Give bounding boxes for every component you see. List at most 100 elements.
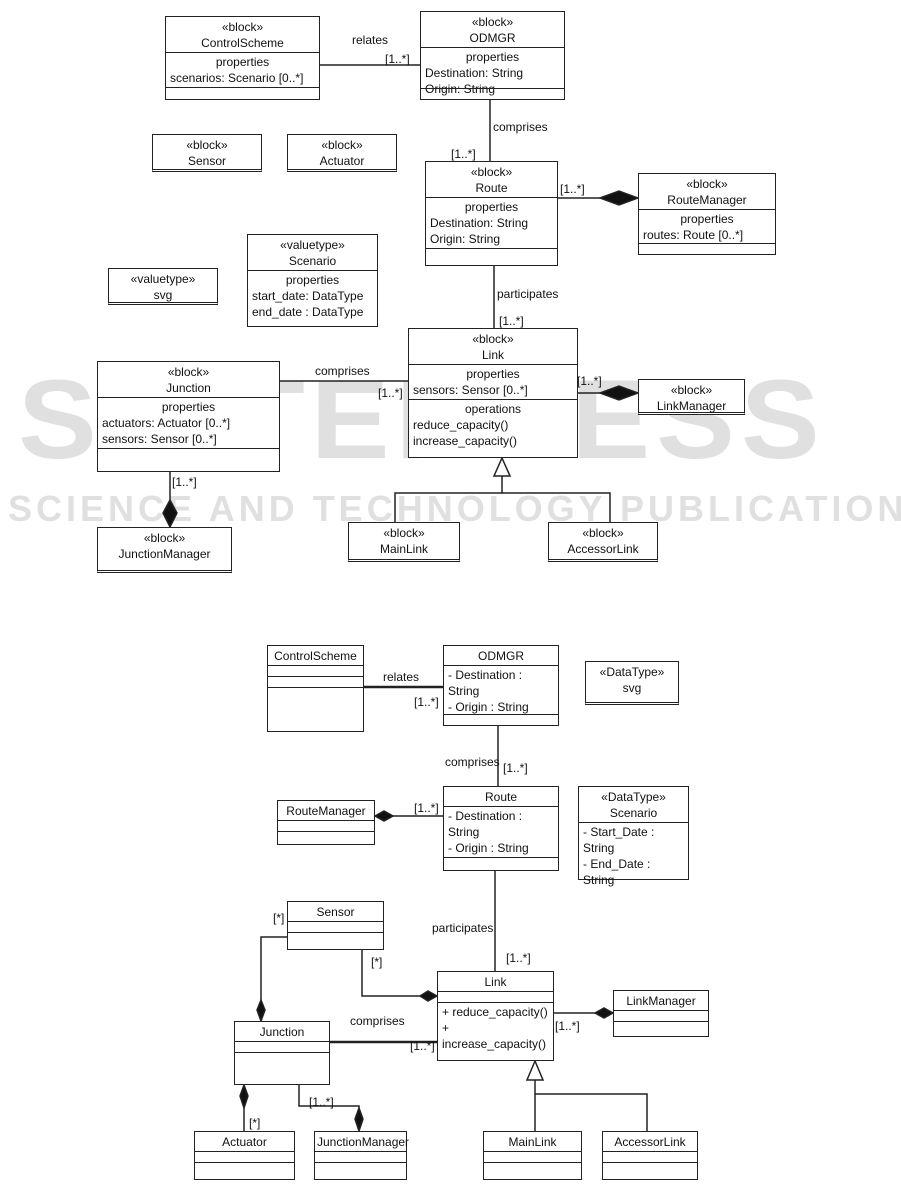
block-name: ODMGR bbox=[469, 31, 516, 45]
stereotype-label: «block» bbox=[686, 177, 728, 191]
stereotype-label: «block» bbox=[143, 531, 186, 545]
block-link[interactable]: Link+ reduce_capacity()+ increase_capaci… bbox=[437, 971, 554, 1061]
compartment-item: scenarios: Scenario [0..*] bbox=[170, 71, 304, 85]
connector-label: [1..*] bbox=[451, 147, 476, 161]
compartment-title: properties bbox=[285, 273, 340, 287]
block-odmgr[interactable]: ODMGR- Destination : String- Origin : St… bbox=[443, 645, 559, 726]
generalization-triangle-icon bbox=[492, 456, 512, 477]
block-name: Actuator bbox=[319, 154, 365, 168]
block-controlscheme[interactable]: ControlScheme bbox=[267, 645, 364, 732]
compartment bbox=[268, 676, 363, 687]
block-linkmanager[interactable]: LinkManager bbox=[613, 990, 709, 1037]
stereotype-label: «block» bbox=[383, 526, 425, 540]
compartment bbox=[639, 243, 775, 254]
connector-label: relates bbox=[383, 670, 420, 684]
compartment bbox=[235, 1041, 329, 1052]
block-svg[interactable]: «DataType»svg bbox=[585, 661, 679, 705]
compartment bbox=[438, 991, 553, 1002]
block-mainlink[interactable]: «block»MainLink bbox=[348, 522, 460, 562]
connector-label: [1..*] bbox=[414, 801, 439, 815]
block-name: Actuator bbox=[222, 1135, 267, 1149]
compartment-item: - Origin : String bbox=[448, 700, 529, 714]
compartment-title: properties bbox=[680, 212, 734, 226]
stereotype-label: «block» bbox=[471, 15, 514, 29]
block-name: LinkManager bbox=[626, 994, 696, 1008]
block-header: «block»LinkManager bbox=[639, 380, 744, 415]
compartment bbox=[444, 714, 558, 725]
composition-diamond-icon bbox=[354, 1105, 364, 1134]
connector-label: [1..*] bbox=[577, 374, 602, 388]
generalization-triangle-icon bbox=[525, 1059, 545, 1081]
compartment bbox=[278, 820, 374, 831]
block-junctionmanager[interactable]: JunctionManager bbox=[314, 1131, 409, 1180]
block-scenario[interactable]: «DataType»Scenario- Start_Date : String-… bbox=[578, 786, 689, 887]
stereotype-label: «block» bbox=[472, 332, 514, 346]
block-name: Sensor bbox=[187, 154, 227, 168]
block-header: MainLink bbox=[484, 1132, 581, 1151]
composition-diamond-icon bbox=[418, 990, 439, 1002]
block-name: Junction bbox=[259, 1025, 305, 1039]
stereotype-label: «block» bbox=[186, 138, 228, 152]
stereotype-label: «block» bbox=[582, 526, 624, 540]
block-linkmanager[interactable]: «block»LinkManager bbox=[638, 379, 745, 415]
generalization-line bbox=[535, 1093, 648, 1131]
block-name: AccessorLink bbox=[614, 1135, 686, 1149]
block-header: «DataType»Scenario bbox=[579, 787, 688, 822]
block-svg[interactable]: «valuetype»svg bbox=[108, 268, 218, 305]
block-mainlink[interactable]: MainLink bbox=[483, 1131, 582, 1180]
block-header: Link bbox=[438, 972, 553, 991]
block-accessorlink[interactable]: AccessorLink bbox=[602, 1131, 698, 1180]
compartment-item: Destination: String bbox=[425, 66, 524, 80]
compartment bbox=[235, 1052, 329, 1084]
block-name: Link bbox=[481, 348, 504, 362]
composition-diamond-icon bbox=[239, 1082, 249, 1111]
compartment-title: operations bbox=[464, 402, 522, 416]
block-header: ControlScheme bbox=[268, 646, 363, 665]
compartment bbox=[195, 1151, 294, 1162]
compartment-item: Destination: String bbox=[430, 216, 529, 230]
block-actuator[interactable]: «block»Actuator bbox=[287, 134, 397, 172]
compartment-item: sensors: Sensor [0..*] bbox=[102, 432, 217, 446]
connector-label: [1..*] bbox=[560, 182, 585, 196]
block-name: Route bbox=[484, 790, 518, 804]
connector-label: [1..*] bbox=[555, 1019, 580, 1033]
compartment bbox=[603, 1151, 697, 1162]
block-actuator[interactable]: Actuator bbox=[194, 1131, 295, 1180]
compartment: - Destination : String- Origin : String bbox=[444, 665, 558, 714]
compartment-item: - Origin : String bbox=[448, 841, 529, 855]
compartment bbox=[288, 921, 383, 932]
block-name: Scenario bbox=[288, 254, 337, 268]
block-header: LinkManager bbox=[614, 991, 708, 1010]
block-sensor[interactable]: «block» Sensor bbox=[152, 134, 262, 172]
stereotype-label: «valuetype» bbox=[280, 238, 345, 252]
compartment-item: reduce_capacity() bbox=[413, 418, 509, 432]
connector-label: [1..*] bbox=[414, 695, 439, 709]
block-junction[interactable]: Junction bbox=[234, 1021, 330, 1085]
compartment-title: properties bbox=[466, 367, 520, 381]
block-header: JunctionManager bbox=[315, 1132, 409, 1151]
block-junctionmanager[interactable]: «block»JunctionManager bbox=[97, 527, 232, 573]
compartment bbox=[484, 1151, 581, 1162]
block-accessorlink[interactable]: «block»AccessorLink bbox=[548, 522, 658, 562]
compartment bbox=[444, 857, 558, 870]
connector-label: [1..*] bbox=[503, 761, 528, 775]
block-route[interactable]: Route- Destination : String- Origin : St… bbox=[443, 786, 559, 871]
block-header: «block»Junction bbox=[98, 362, 279, 397]
composition-diamond-icon bbox=[256, 997, 266, 1024]
block-routemanager[interactable]: RouteManager bbox=[277, 800, 375, 845]
compartment-title: properties bbox=[464, 200, 519, 214]
block-header: RouteManager bbox=[278, 801, 374, 820]
composition-diamond-icon bbox=[162, 498, 178, 529]
block-header: «DataType»svg bbox=[586, 662, 678, 697]
block-sensor[interactable]: Sensor bbox=[287, 901, 384, 950]
